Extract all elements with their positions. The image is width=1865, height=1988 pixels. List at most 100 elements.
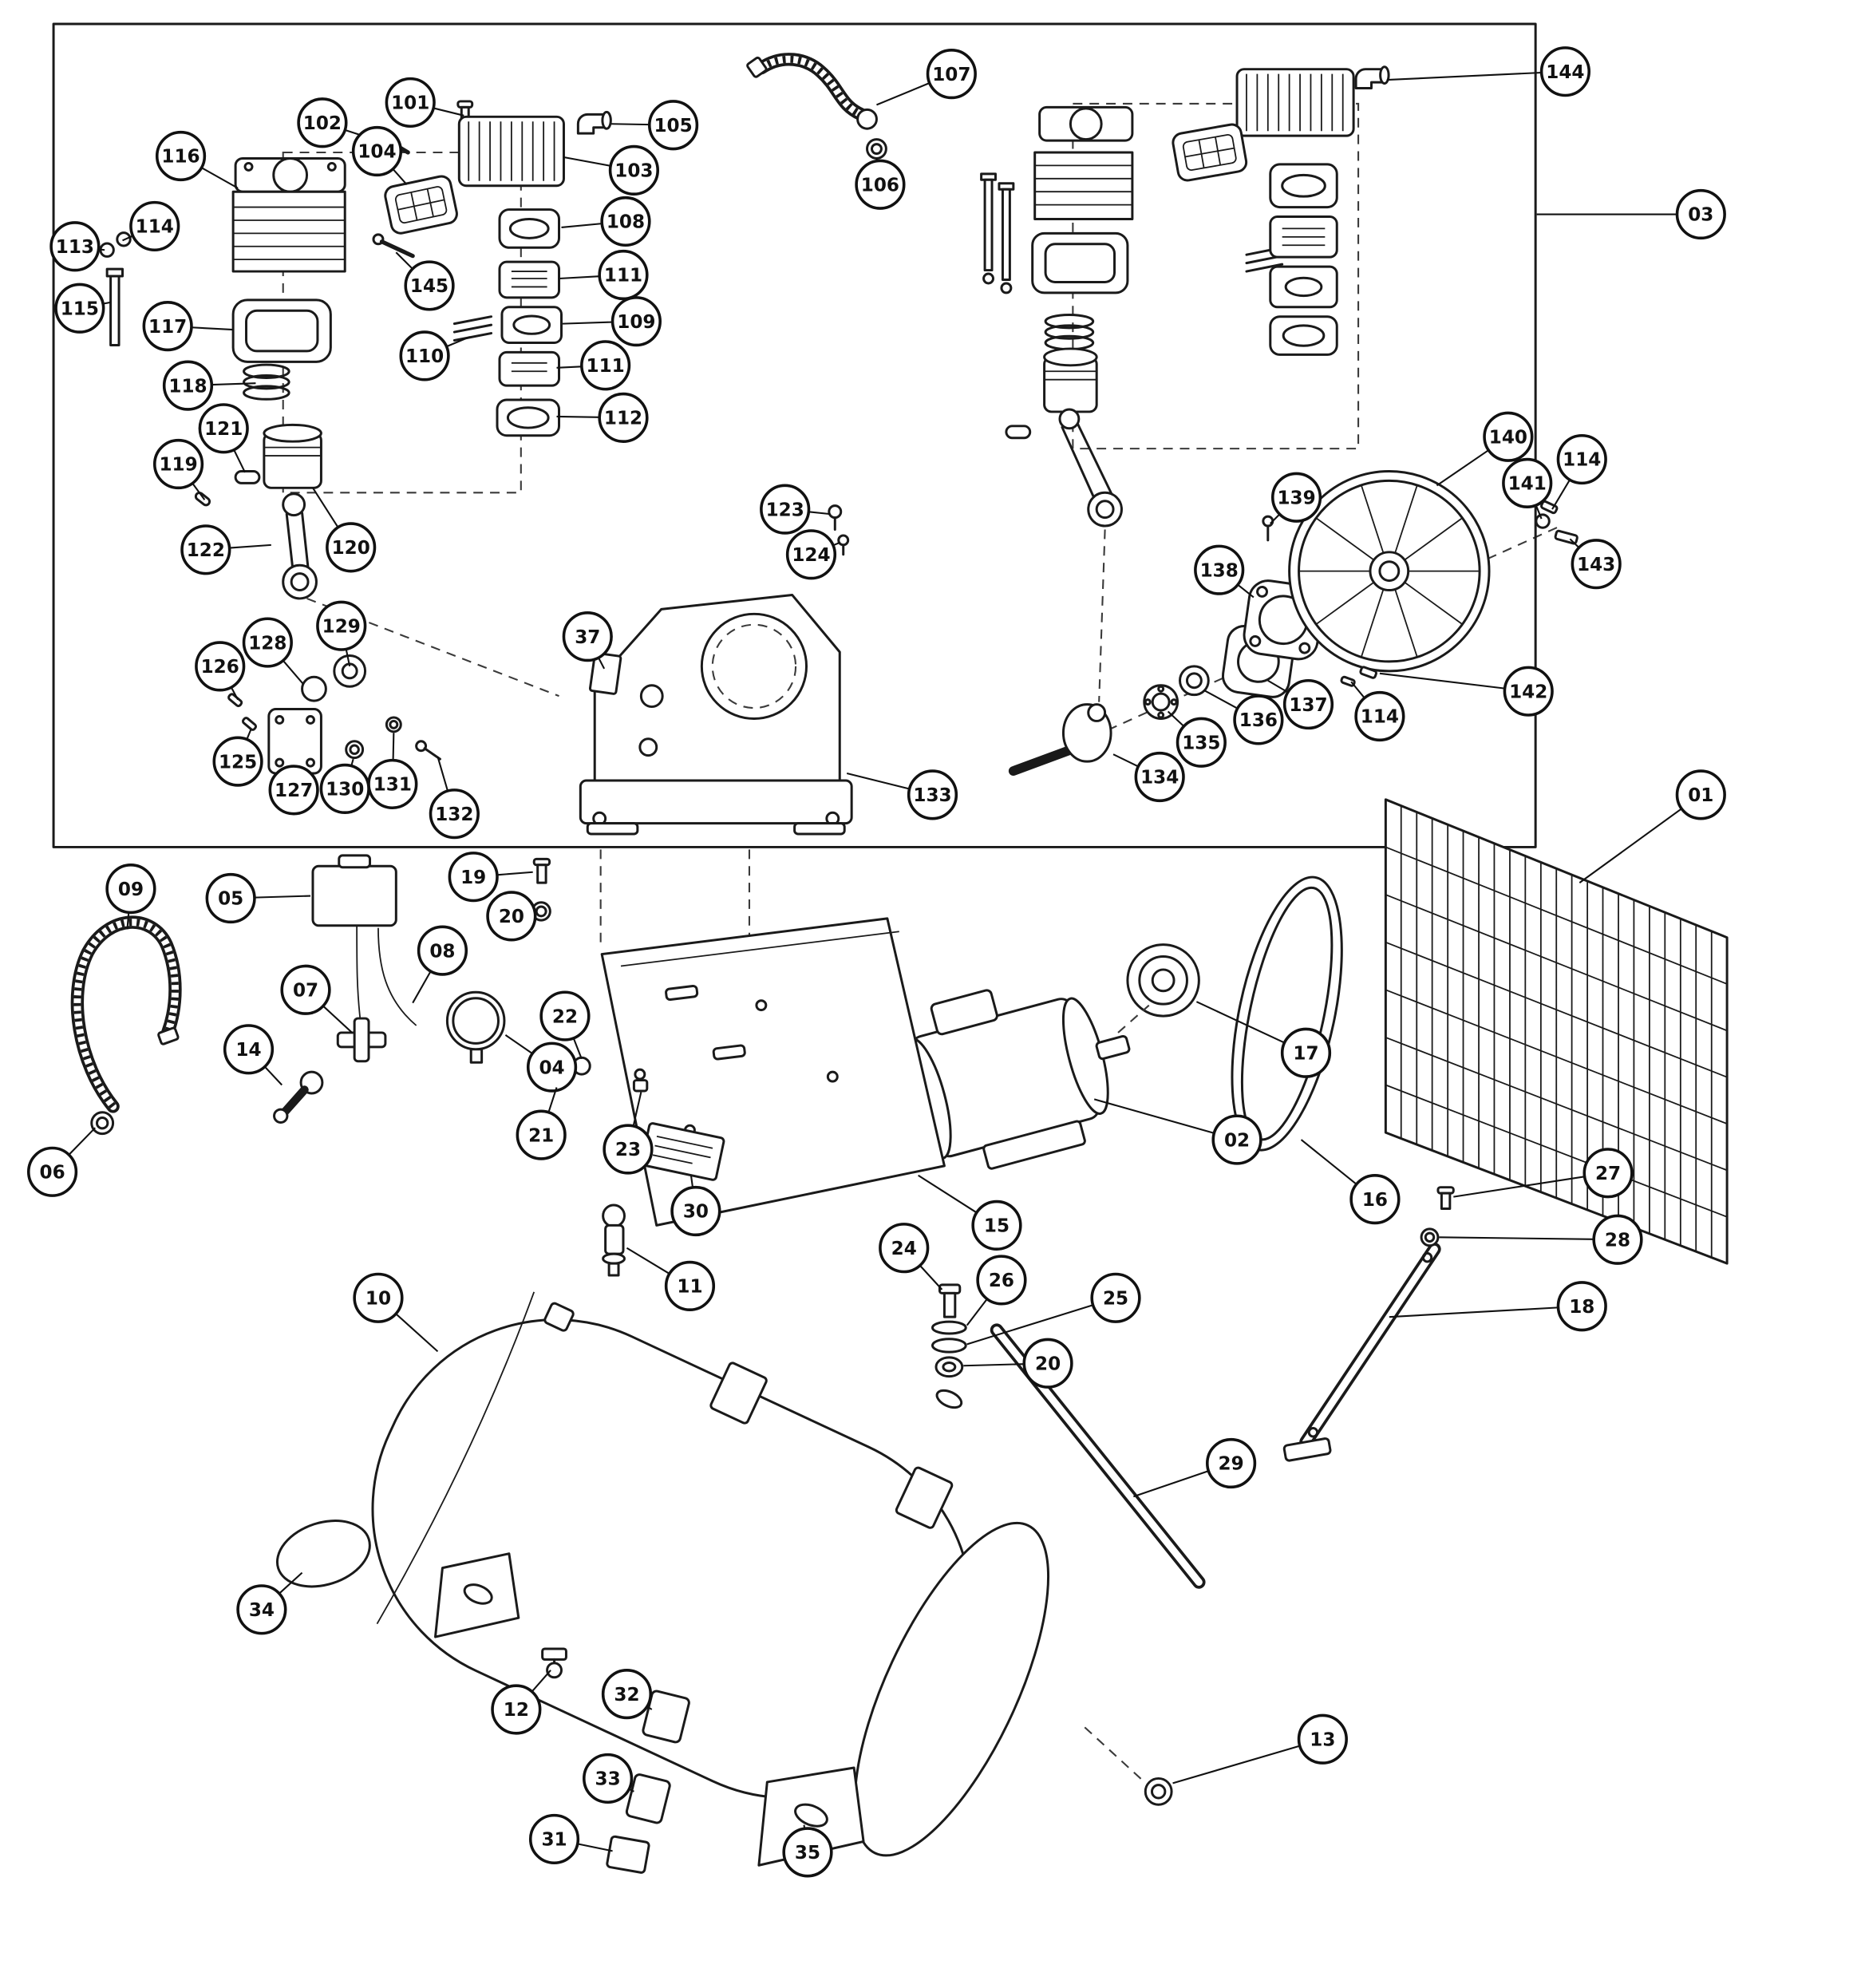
callout-balloon-33[interactable] xyxy=(583,1753,634,1804)
callout-balloon-137[interactable] xyxy=(1282,678,1334,730)
callout-25[interactable]: 25 xyxy=(966,1272,1141,1346)
callout-121[interactable]: 121 xyxy=(198,403,249,473)
callout-21[interactable]: 21 xyxy=(516,1087,567,1160)
callout-balloon-10[interactable] xyxy=(353,1272,404,1323)
callout-balloon-114[interactable] xyxy=(1354,690,1405,742)
callout-balloon-107[interactable] xyxy=(926,49,977,100)
callout-18[interactable]: 18 xyxy=(1389,1281,1607,1332)
callout-balloon-125[interactable] xyxy=(212,736,263,787)
callout-07[interactable]: 07 xyxy=(280,964,353,1034)
callout-101[interactable]: 101 xyxy=(385,77,464,128)
callout-107[interactable]: 107 xyxy=(876,49,977,106)
callout-balloon-06[interactable] xyxy=(26,1146,78,1197)
callout-127[interactable]: 127 xyxy=(268,765,319,816)
callout-balloon-26[interactable] xyxy=(976,1255,1027,1306)
callout-balloon-104[interactable] xyxy=(351,125,403,177)
callout-14[interactable]: 14 xyxy=(223,1024,283,1086)
callout-142[interactable]: 142 xyxy=(1379,666,1554,717)
callout-balloon-133[interactable] xyxy=(907,769,958,820)
callout-balloon-124[interactable] xyxy=(785,529,837,580)
callout-105[interactable]: 105 xyxy=(611,100,699,151)
callout-114[interactable]: 114 xyxy=(122,200,180,252)
callout-110[interactable]: 110 xyxy=(399,330,471,381)
callout-130[interactable]: 130 xyxy=(319,758,370,814)
callout-balloon-134[interactable] xyxy=(1134,751,1185,803)
callout-balloon-114[interactable] xyxy=(129,200,180,252)
callout-balloon-102[interactable] xyxy=(297,97,348,148)
callout-19[interactable]: 19 xyxy=(448,852,533,903)
callout-120[interactable]: 120 xyxy=(312,487,377,573)
callout-115[interactable]: 115 xyxy=(54,283,111,334)
callout-balloon-03[interactable] xyxy=(1675,188,1726,240)
callout-balloon-112[interactable] xyxy=(598,392,649,443)
callout-balloon-138[interactable] xyxy=(1194,544,1245,595)
callout-125[interactable]: 125 xyxy=(212,729,263,787)
callout-balloon-141[interactable] xyxy=(1502,457,1553,508)
callout-136[interactable]: 136 xyxy=(1203,689,1284,745)
callout-balloon-118[interactable] xyxy=(162,360,214,411)
callout-balloon-22[interactable] xyxy=(539,990,591,1041)
callout-112[interactable]: 112 xyxy=(556,392,649,443)
callout-balloon-35[interactable] xyxy=(782,1827,833,1878)
callout-124[interactable]: 124 xyxy=(785,529,840,580)
callout-119[interactable]: 119 xyxy=(152,438,206,500)
callout-balloon-129[interactable] xyxy=(316,600,367,651)
callout-05[interactable]: 05 xyxy=(205,872,311,924)
callout-balloon-143[interactable] xyxy=(1571,539,1622,590)
callout-balloon-140[interactable] xyxy=(1483,411,1534,462)
callout-12[interactable]: 12 xyxy=(491,1670,551,1735)
callout-143[interactable]: 143 xyxy=(1569,538,1622,590)
callout-145[interactable]: 145 xyxy=(395,251,455,311)
callout-138[interactable]: 138 xyxy=(1194,544,1255,599)
callout-balloon-126[interactable] xyxy=(195,641,246,692)
callout-109[interactable]: 109 xyxy=(562,296,662,347)
callout-balloon-37[interactable] xyxy=(562,611,613,662)
callout-balloon-23[interactable] xyxy=(603,1124,654,1175)
callout-balloon-115[interactable] xyxy=(54,283,105,334)
callout-26[interactable]: 26 xyxy=(966,1255,1027,1326)
callout-balloon-28[interactable] xyxy=(1592,1214,1643,1265)
callout-35[interactable]: 35 xyxy=(782,1824,833,1878)
callout-balloon-15[interactable] xyxy=(971,1200,1022,1251)
callout-131[interactable]: 131 xyxy=(367,733,418,810)
callout-111[interactable]: 111 xyxy=(556,340,631,391)
callout-118[interactable]: 118 xyxy=(162,360,256,411)
callout-113[interactable]: 113 xyxy=(49,221,105,272)
callout-balloon-34[interactable] xyxy=(236,1584,287,1635)
callout-06[interactable]: 06 xyxy=(26,1127,96,1197)
callout-balloon-108[interactable] xyxy=(600,196,651,247)
callout-balloon-30[interactable] xyxy=(670,1185,721,1237)
callout-balloon-135[interactable] xyxy=(1176,717,1227,768)
callout-balloon-103[interactable] xyxy=(608,144,659,196)
callout-103[interactable]: 103 xyxy=(563,144,659,196)
callout-31[interactable]: 31 xyxy=(528,1813,613,1865)
callout-132[interactable]: 132 xyxy=(429,756,480,840)
callout-balloon-24[interactable] xyxy=(879,1223,930,1274)
callout-111[interactable]: 111 xyxy=(559,249,649,301)
callout-balloon-145[interactable] xyxy=(404,260,455,311)
callout-15[interactable]: 15 xyxy=(918,1174,1022,1251)
callout-balloon-110[interactable] xyxy=(399,330,450,381)
callout-balloon-132[interactable] xyxy=(429,788,480,840)
callout-17[interactable]: 17 xyxy=(1195,1001,1332,1078)
callout-104[interactable]: 104 xyxy=(351,125,408,185)
callout-balloon-01[interactable] xyxy=(1675,769,1726,820)
callout-135[interactable]: 135 xyxy=(1167,710,1227,768)
callout-02[interactable]: 02 xyxy=(1093,1098,1262,1165)
callout-balloon-04[interactable] xyxy=(526,1041,578,1093)
callout-balloon-14[interactable] xyxy=(223,1024,275,1075)
callout-balloon-114[interactable] xyxy=(1556,433,1607,485)
callout-27[interactable]: 27 xyxy=(1453,1148,1634,1199)
callout-32[interactable]: 32 xyxy=(601,1669,653,1720)
callout-01[interactable]: 01 xyxy=(1579,769,1726,883)
callout-balloon-128[interactable] xyxy=(242,617,293,668)
callout-108[interactable]: 108 xyxy=(561,196,651,247)
callout-137[interactable]: 137 xyxy=(1267,678,1334,730)
callout-balloon-27[interactable] xyxy=(1582,1148,1634,1199)
callout-16[interactable]: 16 xyxy=(1300,1139,1401,1225)
callout-balloon-11[interactable] xyxy=(664,1260,716,1311)
callout-balloon-105[interactable] xyxy=(647,100,699,151)
callout-balloon-111[interactable] xyxy=(580,340,631,391)
callout-balloon-18[interactable] xyxy=(1556,1281,1607,1332)
callout-141[interactable]: 141 xyxy=(1502,457,1553,520)
